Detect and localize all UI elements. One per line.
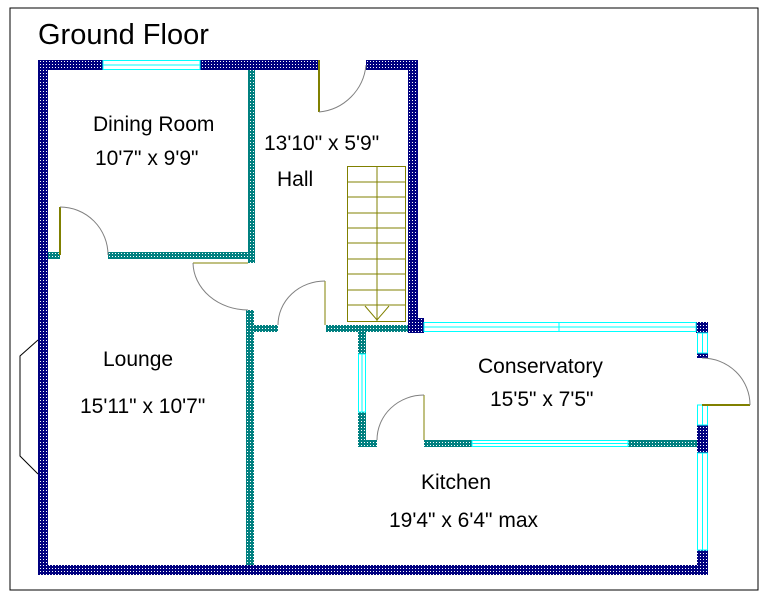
windows: [102, 60, 708, 551]
lounge-name: Lounge: [103, 348, 173, 371]
floor-title: Ground Floor: [38, 19, 209, 51]
dining-room-name: Dining Room: [93, 113, 214, 136]
kitchen-size: 19'4" x 6'4" max: [389, 509, 538, 532]
dining-door: [59, 206, 109, 256]
hall-name: Hall: [277, 168, 313, 191]
front-door: [318, 60, 367, 113]
hall-size: 13'10" x 5'9": [264, 132, 379, 155]
dining-room-size: 10'7" x 9'9": [95, 147, 199, 170]
bay-window: [19, 339, 39, 475]
conservatory-size: 15'5" x 7'5": [490, 388, 594, 411]
stairs-arrow-icon: [364, 305, 390, 321]
lounge-door: [192, 262, 249, 311]
doors: [59, 60, 751, 441]
kitchen-name: Kitchen: [421, 471, 491, 494]
conservatory-name: Conservatory: [478, 355, 603, 378]
internal-walls: [48, 70, 697, 565]
conservatory-external-door: [701, 357, 751, 406]
frame-border: [9, 7, 759, 591]
room-labels: Dining Room 10'7" x 9'9" 13'10" x 5'9" H…: [80, 113, 603, 532]
conservatory-door: [376, 394, 425, 441]
lounge-size: 15'11" x 10'7": [80, 395, 205, 418]
staircase: [347, 166, 406, 322]
kitchen-hall-door: [277, 280, 326, 326]
